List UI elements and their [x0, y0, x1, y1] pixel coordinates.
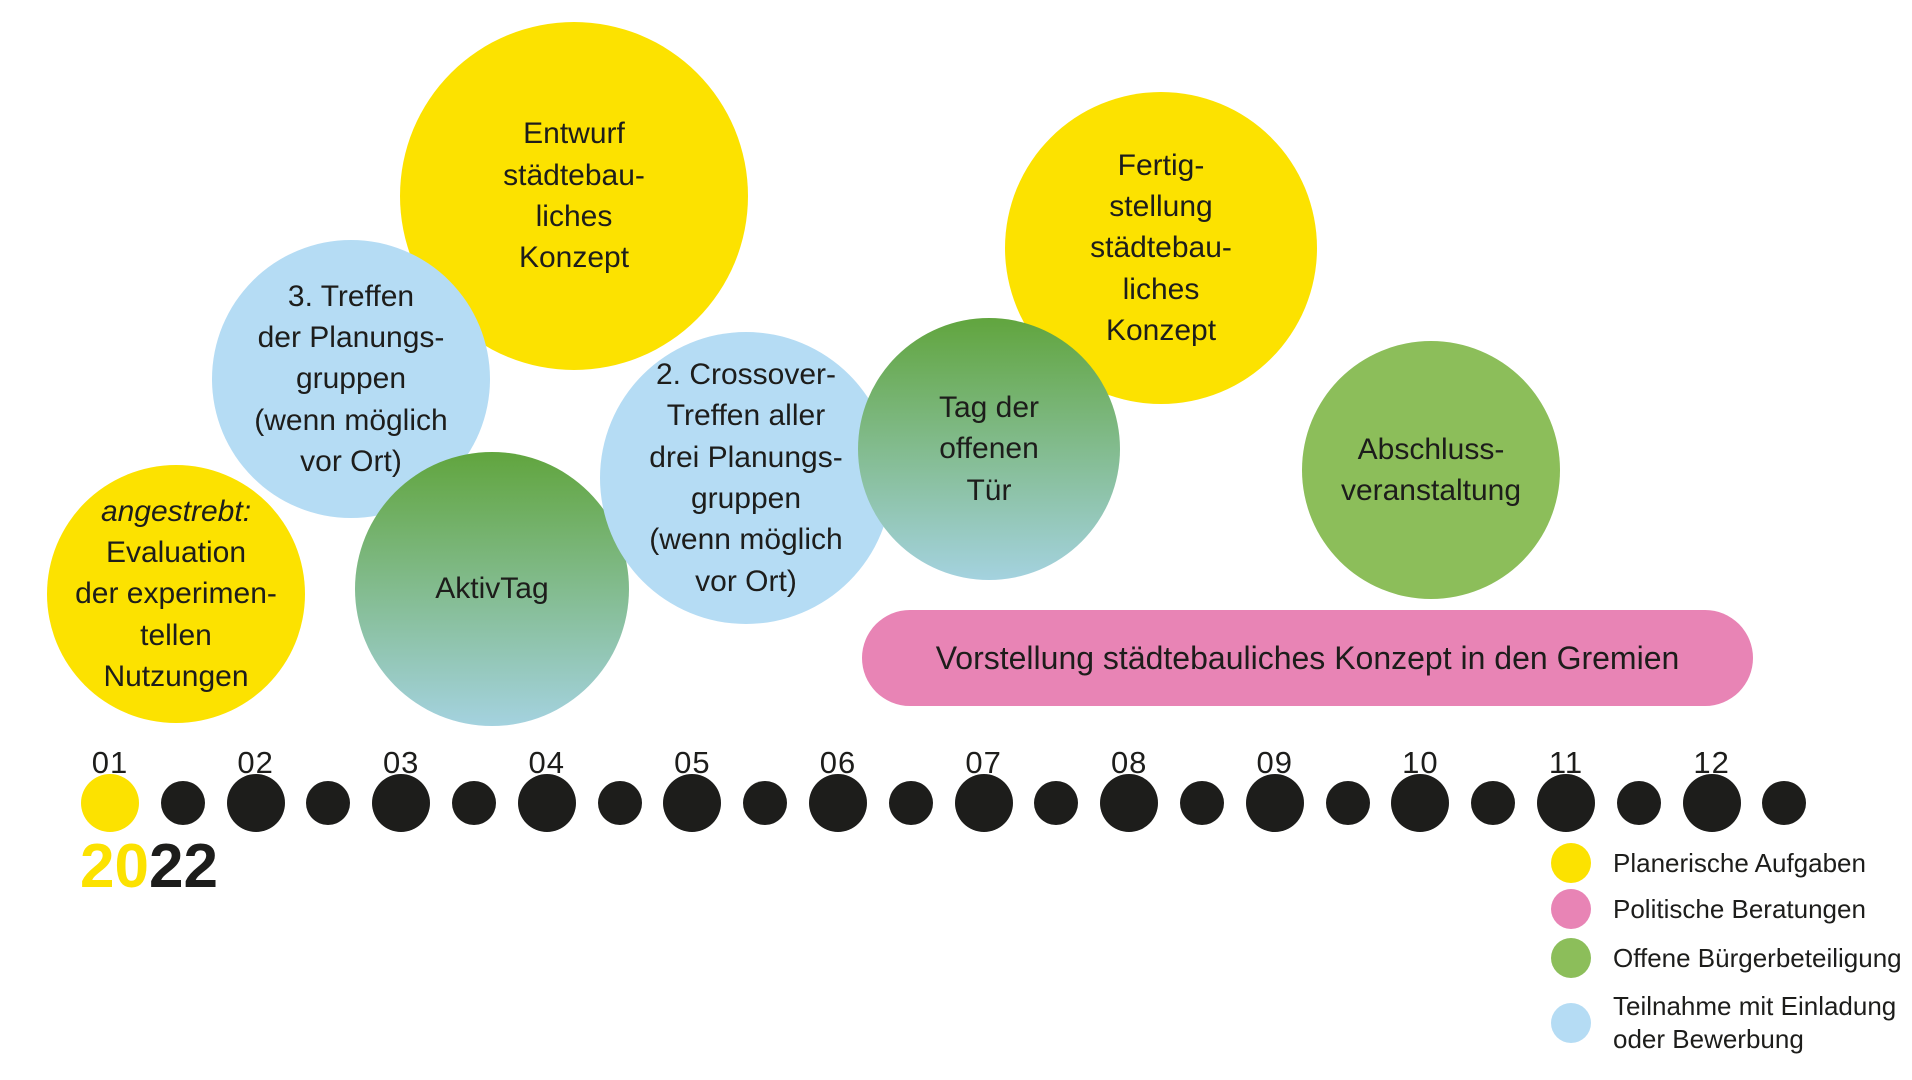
timeline-dot [1325, 781, 1370, 825]
bubble-aktivtag-label: AktivTag [435, 572, 549, 606]
timeline-dot [597, 781, 642, 825]
timeline-dot [1180, 781, 1224, 825]
year-second-digits: 22 [148, 832, 218, 901]
timeline-dot [1537, 774, 1595, 832]
timeline-dot [160, 781, 205, 825]
legend-item-planerische-aufgaben: Planerische Aufgaben [1551, 843, 1866, 883]
bubble-tag-der-offenen-tuer: Tag der offenen Tür [858, 318, 1120, 580]
bubble-evaluation-emphasis: angestrebt: [100, 494, 252, 528]
legend-swatch-green [1551, 938, 1591, 978]
timeline-dot [306, 781, 351, 825]
timeline-dot [743, 781, 788, 825]
timeline-dot [1471, 781, 1516, 825]
year-label: 2022 [80, 836, 218, 898]
timeline-dot [452, 781, 496, 825]
bubble-drittes-treffen-label: 3. Treffen der Planungs- gruppen (wenn m… [254, 279, 448, 479]
timeline-dot [1762, 781, 1807, 825]
legend-item-offene-buergerbeteiligung: Offene Bürgerbeteiligung [1551, 938, 1902, 978]
legend-swatch-yellow [1551, 843, 1591, 883]
bubble-aktivtag: AktivTag [355, 452, 629, 726]
timeline-dot-current [81, 774, 139, 832]
legend-label: Politische Beratungen [1613, 893, 1866, 924]
gremien-bar: Vorstellung städtebauliches Konzept in d… [862, 610, 1753, 706]
legend-label: Planerische Aufgaben [1613, 847, 1866, 878]
legend-item-teilnahme-mit-einladung: Teilnahme mit Einladung oder Bewerbung [1551, 990, 1896, 1055]
timeline-dot [1034, 781, 1079, 825]
bubble-abschluss-label: Abschluss- veranstaltung [1340, 432, 1522, 507]
bubble-crossover-treffen: 2. Crossover- Treffen aller drei Planung… [600, 332, 892, 624]
legend-label: Teilnahme mit Einladung oder Bewerbung [1613, 991, 1897, 1054]
bubble-evaluation-text: Evaluation der experimen- tellen Nutzung… [75, 535, 277, 694]
gremien-bar-label: Vorstellung städtebauliches Konzept in d… [935, 639, 1680, 676]
bubble-entwurf-label: Entwurf städtebau- liches Konzept [503, 117, 645, 275]
bubble-crossover-label: 2. Crossover- Treffen aller drei Planung… [649, 357, 843, 598]
timeline-dot [1391, 774, 1450, 832]
legend-swatch-lightblue [1551, 1002, 1591, 1043]
timeline-dot [954, 774, 1013, 832]
timeline-dot [663, 774, 722, 832]
legend-label: Offene Bürgerbeteiligung [1613, 942, 1902, 973]
timeline-dot [1682, 774, 1741, 832]
bubble-drittes-treffen: 3. Treffen der Planungs- gruppen (wenn m… [212, 240, 490, 518]
timeline-dot [1245, 774, 1304, 832]
timeline-dot [888, 781, 933, 825]
bubble-evaluation: angestrebt: Evaluation der experimen- tel… [47, 465, 305, 723]
year-first-digits: 20 [80, 832, 149, 901]
bubble-evaluation-label: angestrebt: Evaluation der experimen- tel… [75, 491, 277, 698]
bubble-abschlussveranstaltung: Abschluss- veranstaltung [1302, 341, 1560, 599]
legend-item-politische-beratungen: Politische Beratungen [1551, 889, 1866, 929]
bubble-tag-der-offenen-tuer-label: Tag der offenen Tür [938, 390, 1040, 507]
timeline-dot [1616, 781, 1661, 825]
timeline-dot [226, 774, 285, 832]
timeline-dot [1100, 774, 1159, 832]
timeline-dot [372, 774, 431, 832]
legend-swatch-pink [1551, 889, 1591, 929]
bubble-fertigstellung-label: Fertig- stellung städtebau- liches Konze… [1090, 148, 1232, 348]
timeline-dot [517, 774, 576, 832]
timeline-dot [809, 774, 867, 832]
